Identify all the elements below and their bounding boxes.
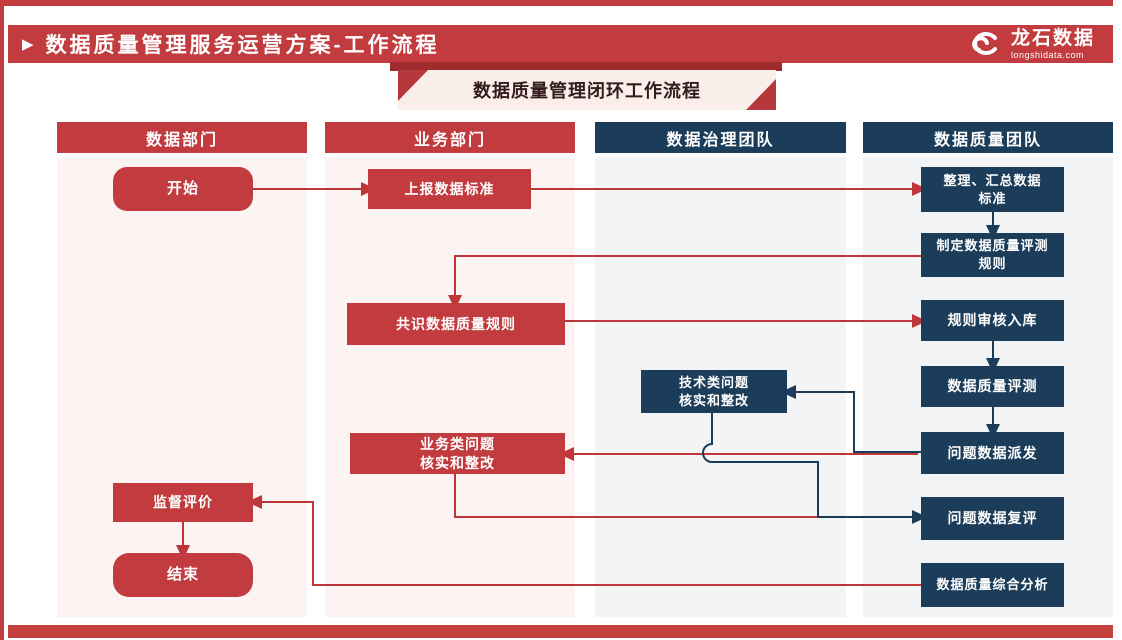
banner-top-bar bbox=[390, 62, 782, 71]
logo-domain: longshidata.com bbox=[1010, 49, 1085, 60]
node-supervision: 监督评价 bbox=[113, 483, 253, 522]
lane-header-quality-team: 数据质量团队 bbox=[863, 122, 1113, 153]
banner: 数据质量管理闭环工作流程 bbox=[398, 70, 776, 110]
left-accent-strip bbox=[0, 0, 4, 640]
node-biz-fix: 业务类问题 核实和整改 bbox=[350, 433, 565, 474]
logo-text: 龙石数据 longshidata.com bbox=[1011, 29, 1095, 60]
node-tech-fix: 技术类问题 核实和整改 bbox=[641, 370, 787, 413]
node-report-standards: 上报数据标准 bbox=[368, 169, 531, 209]
swirl-logo-icon bbox=[972, 32, 997, 55]
lane-header-business-dept: 业务部门 bbox=[325, 122, 575, 153]
lane-header-governance-team: 数据治理团队 bbox=[595, 122, 846, 153]
node-comprehensive-analysis: 数据质量综合分析 bbox=[921, 563, 1064, 607]
lane-stripe-business-dept bbox=[325, 157, 575, 617]
logo-name: 龙石数据 bbox=[1010, 27, 1095, 49]
node-define-rules: 制定数据质量评测 规则 bbox=[921, 233, 1064, 277]
node-consensus-rules: 共识数据质量规则 bbox=[347, 303, 565, 345]
top-accent-strip bbox=[0, 0, 1113, 6]
page-title: 数据质量管理服务运营方案-工作流程 bbox=[45, 34, 440, 57]
node-end: 结束 bbox=[113, 553, 253, 597]
node-start: 开始 bbox=[113, 167, 253, 211]
company-logo: 龙石数据 longshidata.com bbox=[965, 25, 1095, 63]
node-quality-eval: 数据质量评测 bbox=[921, 366, 1064, 407]
bottom-accent-bar bbox=[8, 625, 1113, 638]
banner-title: 数据质量管理闭环工作流程 bbox=[473, 81, 701, 101]
node-organize-standards: 整理、汇总数据 标准 bbox=[921, 167, 1064, 212]
lane-header-data-dept: 数据部门 bbox=[57, 122, 307, 153]
play-triangle-icon: ▶ bbox=[22, 35, 34, 53]
node-issue-review: 问题数据复评 bbox=[921, 497, 1064, 540]
slide-header: ▶ 数据质量管理服务运营方案-工作流程 龙石数据 longshidata.com bbox=[8, 25, 1113, 63]
node-issue-dispatch: 问题数据派发 bbox=[921, 432, 1064, 474]
lane-stripe-data-dept bbox=[57, 157, 307, 617]
node-rule-audit: 规则审核入库 bbox=[921, 300, 1064, 341]
